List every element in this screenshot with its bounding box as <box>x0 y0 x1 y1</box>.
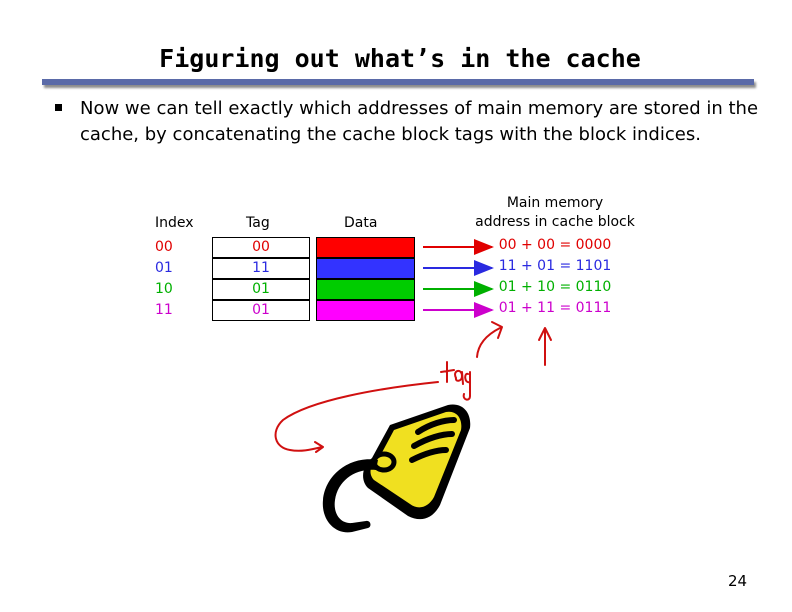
row-tag: 01 <box>212 279 310 300</box>
tag-header: Tag <box>246 215 270 231</box>
row-index: 11 <box>155 302 173 318</box>
row-tag: 00 <box>212 237 310 258</box>
page-number: 24 <box>728 572 748 590</box>
row-index: 01 <box>155 260 173 276</box>
row-data <box>316 279 415 300</box>
ink-tags-word <box>440 361 471 401</box>
data-header: Data <box>344 215 378 231</box>
row-tag: 01 <box>212 300 310 321</box>
row-address: 00 + 00 = 0000 <box>498 237 612 253</box>
slide-title: Figuring out what’s in the cache <box>159 44 641 73</box>
row-data <box>316 300 415 321</box>
title-underline <box>42 79 754 85</box>
ink-arrow-right <box>538 327 552 366</box>
main-memory-header-line2: address in cache block <box>475 214 635 230</box>
main-memory-header-line1: Main memory <box>506 195 604 211</box>
row-address: 01 + 10 = 0110 <box>498 279 612 295</box>
row-index: 00 <box>155 239 173 255</box>
row-data <box>316 258 415 279</box>
bullet-text: Now we can tell exactly which addresses … <box>80 98 759 145</box>
row-index: 10 <box>155 281 173 297</box>
ink-curve <box>274 381 439 453</box>
ink-arrow-left <box>476 321 503 358</box>
index-header: Index <box>155 215 194 231</box>
bullet-icon <box>55 104 62 111</box>
row-address: 11 + 01 = 1101 <box>498 258 612 274</box>
row-tag: 11 <box>212 258 310 279</box>
row-data <box>316 237 415 258</box>
row-address: 01 + 11 = 0111 <box>498 300 612 316</box>
